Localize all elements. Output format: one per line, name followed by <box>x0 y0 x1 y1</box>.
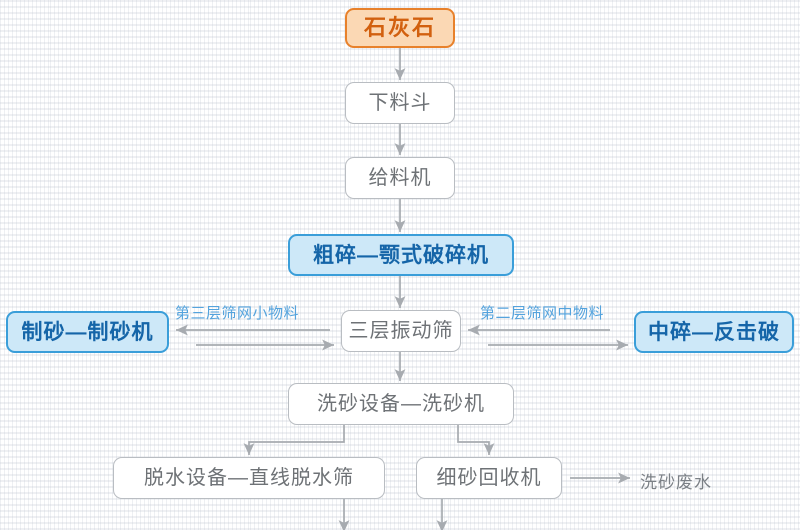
node-jaw-crusher-label: 粗碎—颚式破碎机 <box>313 243 489 267</box>
connector-sandwasher-dewatering <box>243 425 345 455</box>
node-dewatering-screen-label: 脱水设备—直线脱水筛 <box>144 467 354 489</box>
edge-label-screen-layer-3: 第三层筛网小物料 <box>175 305 300 322</box>
node-jaw-crusher[interactable]: 粗碎—颚式破碎机 <box>288 234 514 276</box>
node-sand-washer-label: 洗砂设备—洗砂机 <box>317 393 485 415</box>
node-vibrating-screen[interactable]: 三层振动筛 <box>341 310 461 352</box>
connector-sandwasher-finesand <box>457 425 495 455</box>
node-feeder-label: 给料机 <box>368 167 432 189</box>
label-wash-wastewater: 洗砂废水 <box>640 473 712 492</box>
node-fine-sand-recycler[interactable]: 细砂回收机 <box>416 457 562 499</box>
node-impact-crusher-label: 中碎—反击破 <box>648 320 780 344</box>
node-hopper[interactable]: 下料斗 <box>345 82 455 124</box>
node-vibrating-screen-label: 三层振动筛 <box>348 320 454 342</box>
node-impact-crusher[interactable]: 中碎—反击破 <box>634 311 794 353</box>
node-sand-maker[interactable]: 制砂—制砂机 <box>6 311 169 353</box>
node-fine-sand-recycler-label: 细砂回收机 <box>436 467 542 489</box>
node-feeder[interactable]: 给料机 <box>345 157 455 199</box>
node-hopper-label: 下料斗 <box>368 92 432 114</box>
node-sand-maker-label: 制砂—制砂机 <box>21 320 154 344</box>
node-limestone-label: 石灰石 <box>363 15 436 40</box>
node-dewatering-screen[interactable]: 脱水设备—直线脱水筛 <box>113 457 385 499</box>
node-sand-washer[interactable]: 洗砂设备—洗砂机 <box>288 383 514 425</box>
node-limestone[interactable]: 石灰石 <box>345 8 455 48</box>
edge-label-screen-layer-2: 第二层筛网中物料 <box>480 305 605 322</box>
